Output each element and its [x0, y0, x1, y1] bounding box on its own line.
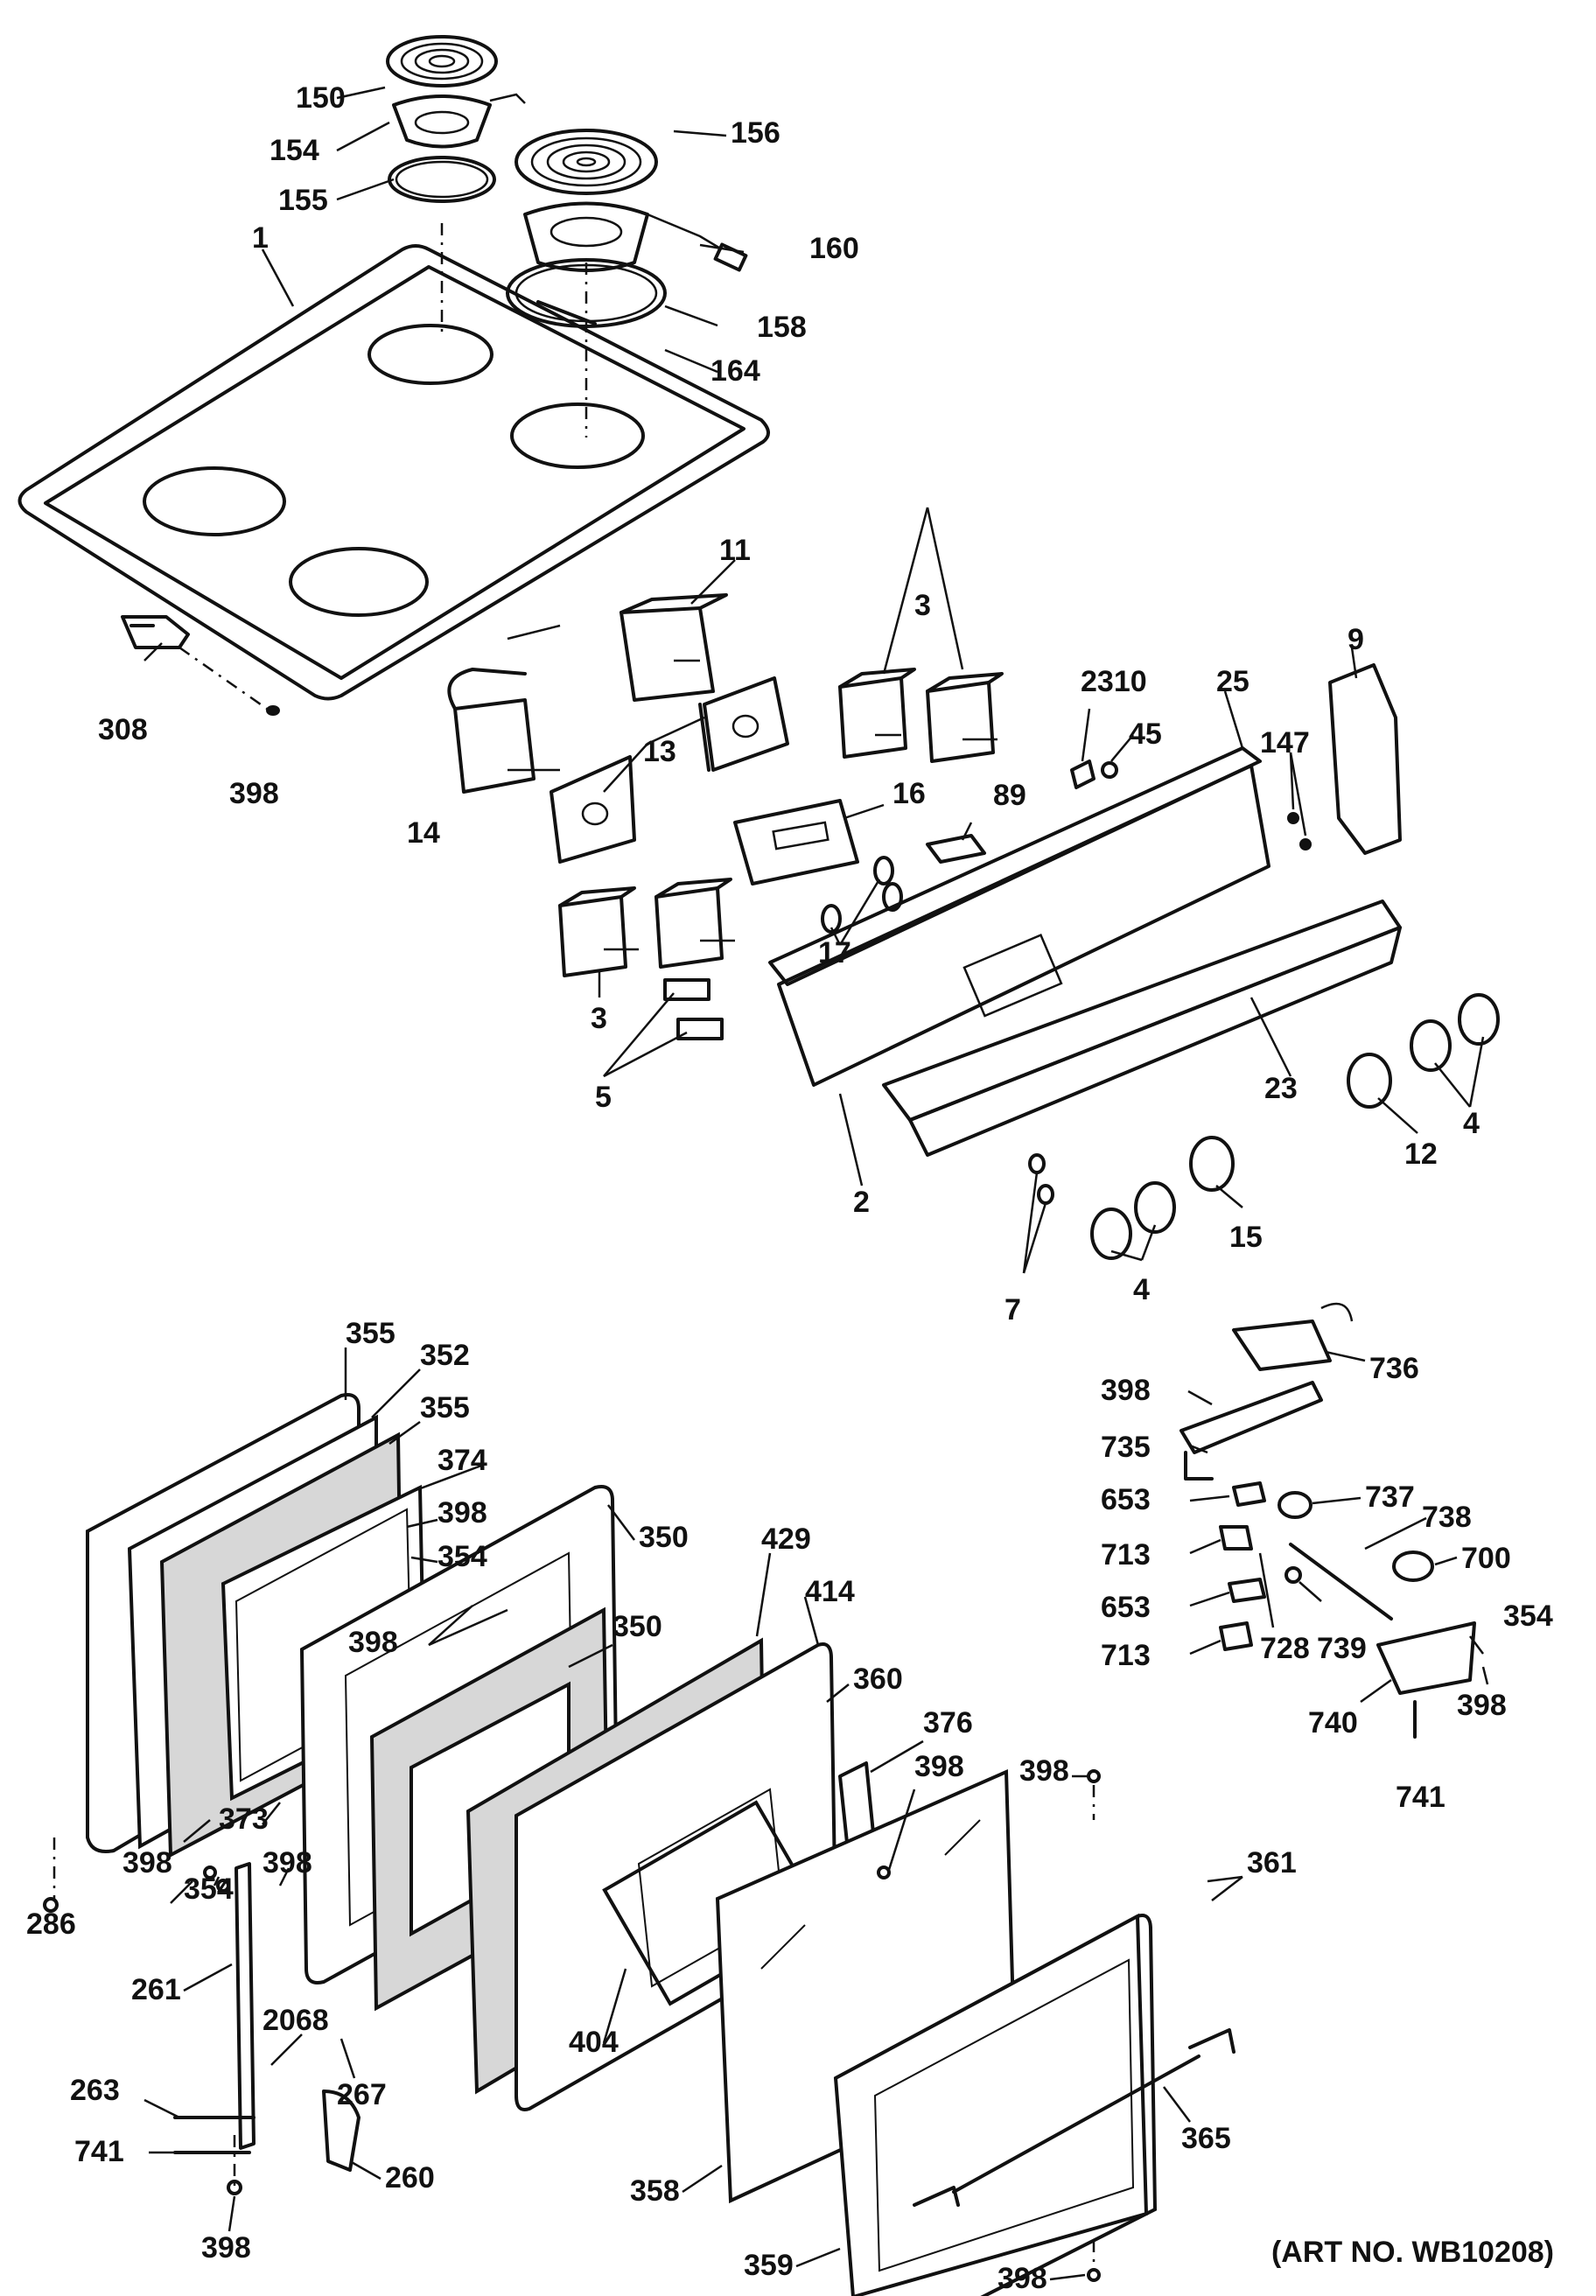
- callout-398-d7: 398: [201, 2231, 251, 2264]
- callout-352: 352: [420, 1339, 470, 1372]
- callout-354-right: 354: [1503, 1600, 1553, 1633]
- callout-653-a: 653: [1101, 1483, 1151, 1516]
- callout-89: 89: [993, 779, 1026, 812]
- callout-740: 740: [1308, 1706, 1358, 1740]
- callout-11: 11: [719, 534, 751, 567]
- callout-2: 2: [853, 1186, 870, 1219]
- callout-155: 155: [278, 184, 328, 217]
- callout-7: 7: [1004, 1293, 1021, 1326]
- callout-350-b: 350: [612, 1610, 662, 1643]
- callout-359: 359: [744, 2249, 794, 2282]
- callout-308: 308: [98, 713, 148, 746]
- callout-164: 164: [710, 354, 760, 388]
- callout-398-d1: 398: [438, 1496, 487, 1530]
- callout-737: 737: [1365, 1480, 1415, 1514]
- callout-23: 23: [1264, 1072, 1298, 1105]
- callout-355-b: 355: [420, 1391, 470, 1424]
- callout-398-top: 398: [229, 777, 279, 810]
- controls-assembly: [447, 593, 1500, 1260]
- callout-398-r1: 398: [1101, 1374, 1151, 1407]
- callout-260: 260: [385, 2161, 435, 2194]
- callout-15: 15: [1229, 1221, 1263, 1254]
- callout-398-d4: 398: [1019, 1754, 1069, 1788]
- callout-736: 736: [1369, 1352, 1419, 1385]
- leader-lines: [144, 86, 1489, 2281]
- callout-labels: 150 154 155 156 160 158 164 1 308 398 11…: [26, 81, 1553, 2295]
- callout-160: 160: [809, 232, 859, 265]
- callout-741-left: 741: [74, 2135, 124, 2168]
- callout-17: 17: [818, 936, 851, 970]
- callout-741-right: 741: [1396, 1781, 1446, 1814]
- callout-45: 45: [1129, 718, 1162, 751]
- callout-16: 16: [892, 777, 926, 810]
- callout-700: 700: [1461, 1542, 1511, 1575]
- art-number-label: (ART NO. WB10208): [1270, 2236, 1554, 2269]
- callout-154: 154: [270, 134, 319, 167]
- oven-door-assembly: [43, 1393, 1236, 2296]
- callout-365: 365: [1181, 2122, 1231, 2155]
- callout-150: 150: [296, 81, 346, 115]
- callout-358: 358: [630, 2174, 680, 2208]
- callout-25: 25: [1216, 665, 1250, 698]
- callout-738: 738: [1422, 1501, 1472, 1534]
- callout-374: 374: [438, 1444, 487, 1477]
- callout-286: 286: [26, 1908, 76, 1941]
- callout-354-d1: 354: [438, 1540, 487, 1573]
- callout-398-d5: 398: [122, 1846, 172, 1880]
- control-knobs: [1090, 993, 1500, 1260]
- callout-429: 429: [761, 1522, 811, 1556]
- callout-398-d2: 398: [348, 1626, 398, 1659]
- callout-261: 261: [131, 1973, 181, 2006]
- small-surface-unit: [386, 35, 526, 203]
- callout-147: 147: [1260, 726, 1310, 760]
- callout-713-b: 713: [1101, 1639, 1151, 1672]
- callout-404: 404: [569, 2026, 619, 2059]
- callout-398-d3: 398: [914, 1750, 964, 1783]
- bracket-308: [121, 615, 280, 716]
- callout-355-a: 355: [346, 1317, 396, 1350]
- callout-350-a: 350: [639, 1521, 689, 1554]
- callout-156: 156: [731, 116, 780, 150]
- callout-360: 360: [853, 1662, 903, 1696]
- callout-3-top: 3: [914, 589, 931, 622]
- callout-2068: 2068: [262, 2004, 329, 2037]
- callout-373: 373: [219, 1802, 269, 1836]
- callout-2310: 2310: [1081, 665, 1147, 698]
- callout-3-bottom: 3: [591, 1002, 607, 1035]
- callout-414: 414: [805, 1575, 855, 1608]
- callout-398-d8: 398: [998, 2262, 1047, 2295]
- callout-398-r2: 398: [1457, 1689, 1507, 1722]
- callout-739: 739: [1317, 1632, 1367, 1665]
- callout-9: 9: [1348, 623, 1364, 656]
- callout-398-d6: 398: [262, 1846, 312, 1880]
- cooktop-main-top: [18, 244, 770, 701]
- callout-158: 158: [757, 311, 807, 344]
- callout-354-d2: 354: [184, 1872, 234, 1906]
- callout-728: 728: [1260, 1632, 1310, 1665]
- thermostat-assembly: [1180, 1302, 1476, 1739]
- callout-14: 14: [407, 816, 440, 850]
- callout-4-bottom: 4: [1133, 1273, 1150, 1306]
- callout-361: 361: [1247, 1846, 1297, 1880]
- large-surface-unit: [506, 129, 748, 328]
- callout-1: 1: [252, 221, 269, 255]
- callout-5: 5: [595, 1081, 612, 1114]
- callout-376: 376: [923, 1706, 973, 1740]
- callout-4-right: 4: [1463, 1107, 1480, 1140]
- callout-12: 12: [1404, 1138, 1438, 1171]
- callout-713-a: 713: [1101, 1538, 1151, 1572]
- cooktop-assembly: [18, 35, 770, 716]
- callout-653-b: 653: [1101, 1591, 1151, 1624]
- callout-267: 267: [337, 2078, 387, 2111]
- callout-13: 13: [643, 735, 676, 768]
- callout-735: 735: [1101, 1431, 1151, 1464]
- callout-263: 263: [70, 2074, 120, 2107]
